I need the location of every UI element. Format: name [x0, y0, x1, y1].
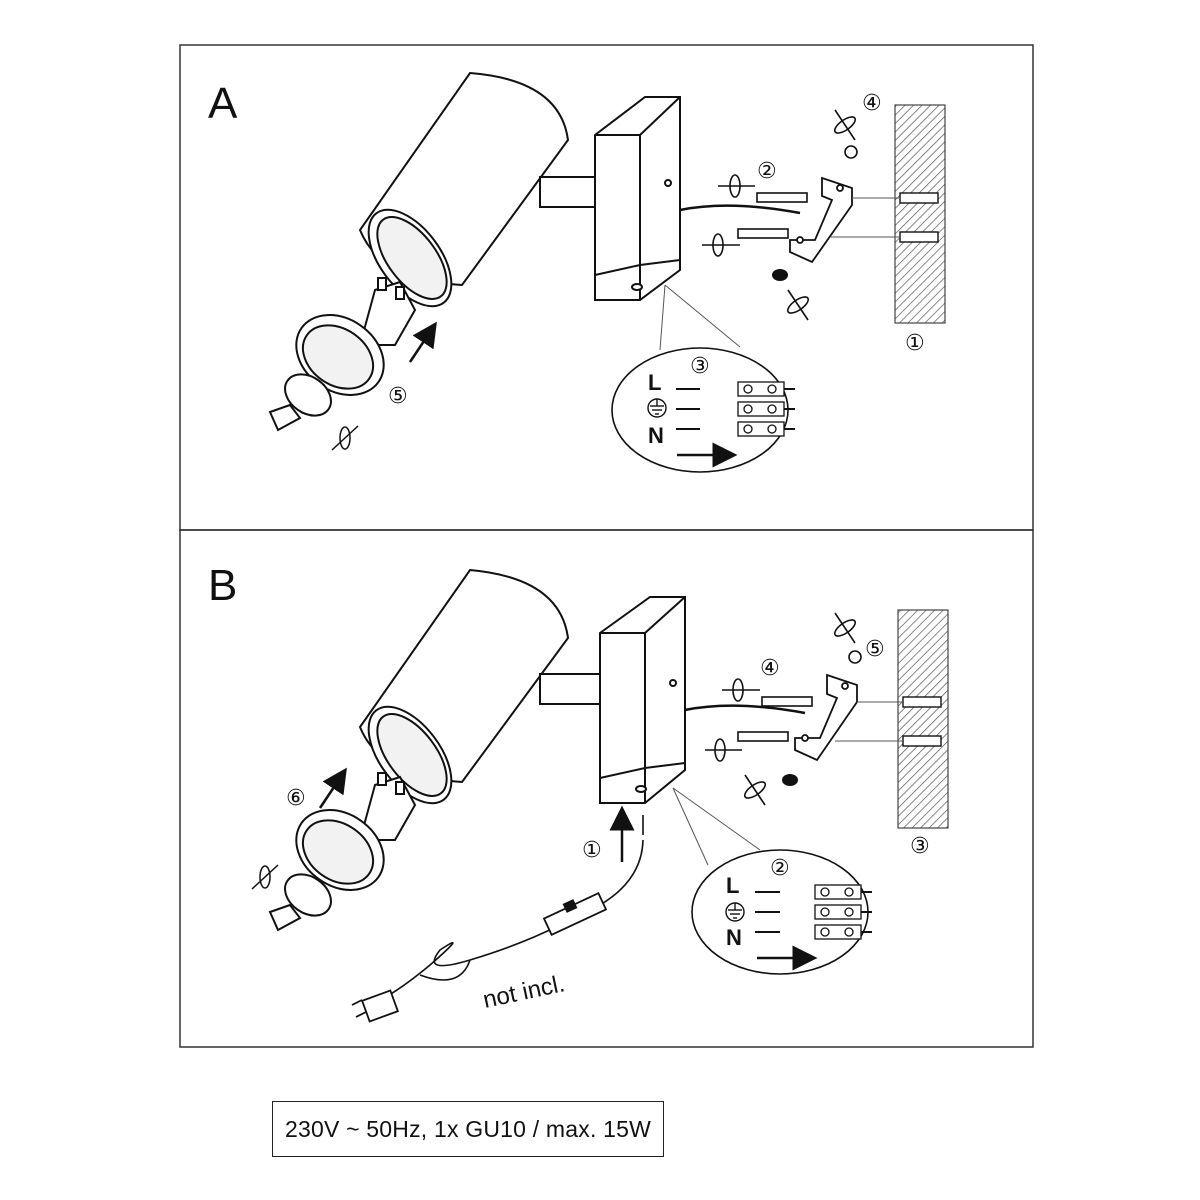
wires	[755, 891, 872, 933]
step-3: ③	[910, 833, 930, 858]
step-3: ③	[690, 353, 710, 378]
wiring-callout: L N	[611, 284, 795, 473]
step-5: ⑤	[865, 636, 885, 661]
step-1: ①	[582, 837, 602, 862]
cable	[679, 204, 801, 215]
earth-symbol-icon	[647, 398, 667, 418]
step-6: ⑥	[286, 785, 306, 810]
mounting-bracket	[789, 176, 853, 264]
step-1: ①	[905, 330, 925, 355]
nut	[782, 774, 798, 786]
nut	[772, 269, 788, 281]
wall-box	[594, 96, 681, 301]
screws	[737, 696, 813, 742]
insert-arrow	[408, 321, 437, 363]
insert-arrow	[318, 767, 347, 809]
wires	[676, 388, 795, 430]
tool-rotation	[251, 864, 279, 890]
suction-tool	[268, 373, 332, 432]
step-4: ④	[862, 90, 882, 115]
wire-label-l: L	[726, 873, 739, 898]
step-2: ②	[770, 855, 790, 880]
plug-icon	[351, 989, 400, 1023]
screws	[737, 192, 808, 239]
rotation-arrows	[702, 109, 857, 321]
lamp-head	[358, 568, 570, 805]
earth-symbol-icon	[725, 902, 745, 922]
supply-cord	[379, 815, 644, 1001]
panel-a: A	[179, 44, 1034, 531]
wall-box	[599, 596, 686, 804]
suction-tool	[268, 873, 332, 932]
wire-label-n: N	[726, 925, 742, 950]
step-5: ⑤	[388, 383, 408, 408]
guide-lines	[830, 197, 900, 238]
wire-label-l: L	[648, 370, 661, 395]
wall	[897, 609, 949, 829]
panel-a-label: A	[208, 79, 238, 128]
step-4: ④	[760, 655, 780, 680]
panel-b-frame	[179, 529, 1034, 1048]
not-included-note: not incl.	[481, 970, 568, 1014]
cable	[684, 704, 806, 715]
wire-label-n: N	[648, 423, 664, 448]
specification-label: 230V ~ 50Hz, 1x GU10 / max. 15W	[272, 1101, 664, 1157]
gu10-bulb	[295, 772, 417, 891]
terminal-block	[814, 884, 862, 940]
mounting-bracket	[794, 673, 858, 762]
step-2: ②	[757, 158, 777, 183]
gu10-bulb	[295, 277, 417, 396]
wall	[894, 104, 946, 324]
panel-b: B	[179, 529, 1034, 1048]
rotation-arrows	[705, 612, 857, 806]
cord-switch	[542, 891, 608, 937]
guide-lines	[835, 701, 903, 742]
lamp-head	[358, 71, 570, 308]
terminal-block	[737, 381, 785, 437]
screw-head	[844, 145, 858, 159]
panel-b-label: B	[208, 561, 237, 610]
wiring-callout: L N	[672, 787, 872, 975]
screw-head	[848, 650, 862, 664]
tool-rotation	[331, 425, 359, 451]
